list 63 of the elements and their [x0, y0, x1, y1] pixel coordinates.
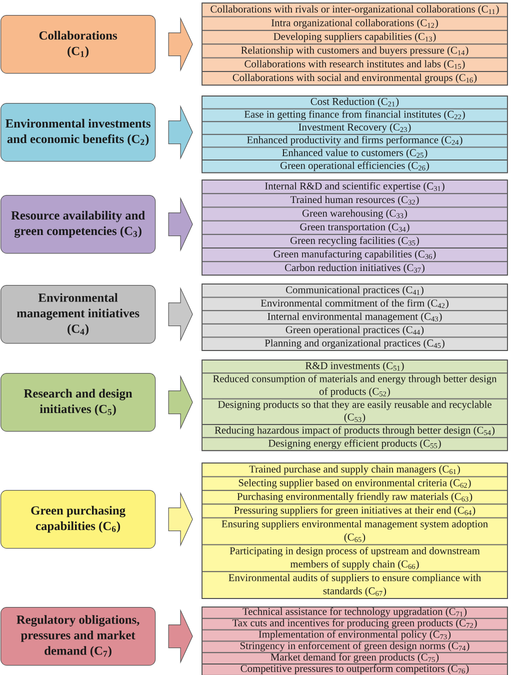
- list-item: Environmental commitment of the firm (C$_{42}$): [202, 297, 508, 311]
- list-item: Enhanced value to customers (C$_{25}$): [202, 147, 508, 160]
- list-item: Developing suppliers capabilities (C$_{13}$): [202, 30, 508, 44]
- list-item: Implementation of environmental policy (C$_{73}$): [202, 630, 508, 642]
- list-item: Technical assistance for technology upgradation (C$_{71}$): [202, 607, 508, 618]
- item-list: [202, 462, 508, 599]
- category-box: Regulatory obligations, pressures and market demand (C$_{7}$): [0, 607, 156, 666]
- list-item: Green operational practices (C$_{44}$): [202, 324, 508, 338]
- list-item: Participating in design process of upstream and downstream members of supply chain (C$_{66}$): [202, 544, 508, 572]
- list-item: Planning and organizational practices (C$_{45}$): [202, 337, 508, 350]
- category-box: Collaborations (C$_{1}$): [0, 15, 156, 74]
- category-box: Research and design initiatives (C$_{5}$): [0, 373, 156, 432]
- block-arrow: [168, 104, 193, 160]
- list-item: Cost Reduction (C$_{21}$): [202, 96, 508, 109]
- list-item: Green recycling facilities (C$_{35}$): [202, 234, 508, 248]
- list-item: Market demand for green products (C$_{75}$): [202, 652, 508, 664]
- block-arrow: [168, 286, 193, 342]
- list-item: Trained human resources (C$_{32}$): [202, 194, 508, 208]
- block-arrow: [168, 16, 193, 72]
- category-box: Resource availability and green competencies (C$_{3}$): [0, 195, 156, 254]
- block-arrow: [168, 608, 193, 664]
- list-item: Purchasing environmentally friendly raw materials (C$_{63}$): [202, 490, 508, 504]
- block-arrow: [168, 374, 193, 430]
- list-item: Investment Recovery (C$_{23}$): [202, 122, 508, 134]
- item-list: [202, 606, 508, 675]
- list-item: R&D investments (C$_{51}$): [202, 360, 508, 374]
- item-list: [202, 180, 508, 276]
- list-item: Collaborations with rivals or inter-organizational collaborations (C$_{11}$): [202, 3, 508, 17]
- item-list: [202, 360, 508, 452]
- list-item: Trained purchase and supply chain managers (C$_{61}$): [202, 463, 508, 477]
- list-item: Green operational efficiencies (C$_{26}$): [202, 160, 508, 173]
- block-arrow: [168, 196, 193, 252]
- category-box: Environmental investments and economic benefits (C$_{2}$): [0, 103, 156, 162]
- list-item: Internal environmental management (C$_{43}$): [202, 310, 508, 324]
- list-item: Competitive pressures to outperform competitors (C$_{76}$): [202, 664, 508, 675]
- list-item: Green manufacturing capabilities (C$_{36}$): [202, 248, 508, 262]
- list-item: Environmental audits of suppliers to ensure compliance with standards (C$_{67}$): [202, 572, 508, 598]
- list-item: Relationship with customers and buyers pressure (C$_{14}$): [202, 44, 508, 58]
- list-item: Designing products so that they are easily reusable and recyclable (C$_{53}$): [202, 398, 508, 424]
- list-item: Ease in getting finance from financial institutes (C$_{22}$): [202, 108, 508, 122]
- list-item: Reducing hazardous impact of products through better design (C$_{54}$): [202, 424, 508, 438]
- category-box: Green purchasing capabilities (C$_{6}$): [0, 490, 156, 549]
- list-item: Pressuring suppliers for green initiatives at their end (C$_{64}$): [202, 504, 508, 518]
- list-item: Enhanced productivity and firms performance (C$_{24}$): [202, 134, 508, 148]
- item-list: [202, 2, 508, 86]
- category-box: Environmental management initiatives (C$_{4}$): [0, 285, 156, 344]
- list-item: Communicational practices (C$_{41}$): [202, 284, 508, 298]
- block-arrow: [168, 492, 193, 547]
- list-item: Carbon reduction initiatives (C$_{37}$): [202, 262, 508, 276]
- item-list: [202, 96, 508, 174]
- list-item: Ensuring suppliers environmental management system adoption (C$_{65}$): [202, 518, 508, 545]
- list-item: Collaborations with research institutes and labs (C$_{15}$): [202, 58, 508, 72]
- list-item: Tax cuts and incentives for producing green products (C$_{72}$): [202, 618, 508, 630]
- list-item: Green warehousing (C$_{33}$): [202, 207, 508, 221]
- list-item: Stringency in enforcement of green design norms (C$_{74}$): [202, 641, 508, 653]
- list-item: Green transportation (C$_{34}$): [202, 220, 508, 234]
- list-item: Intra organizational collaborations (C$_{12}$): [202, 16, 508, 30]
- list-item: Designing energy efficient products (C$_{55}$): [202, 438, 508, 451]
- list-item: Collaborations with social and environmental groups (C$_{16}$): [202, 72, 508, 86]
- list-item: Reduced consumption of materials and energy through better design of products (C$_{52}$): [202, 373, 508, 399]
- list-item: Internal R&D and scientific expertise (C$_{31}$): [202, 180, 508, 194]
- item-list: [202, 284, 508, 351]
- list-item: Selecting supplier based on environmental criteria (C$_{62}$): [202, 476, 508, 490]
